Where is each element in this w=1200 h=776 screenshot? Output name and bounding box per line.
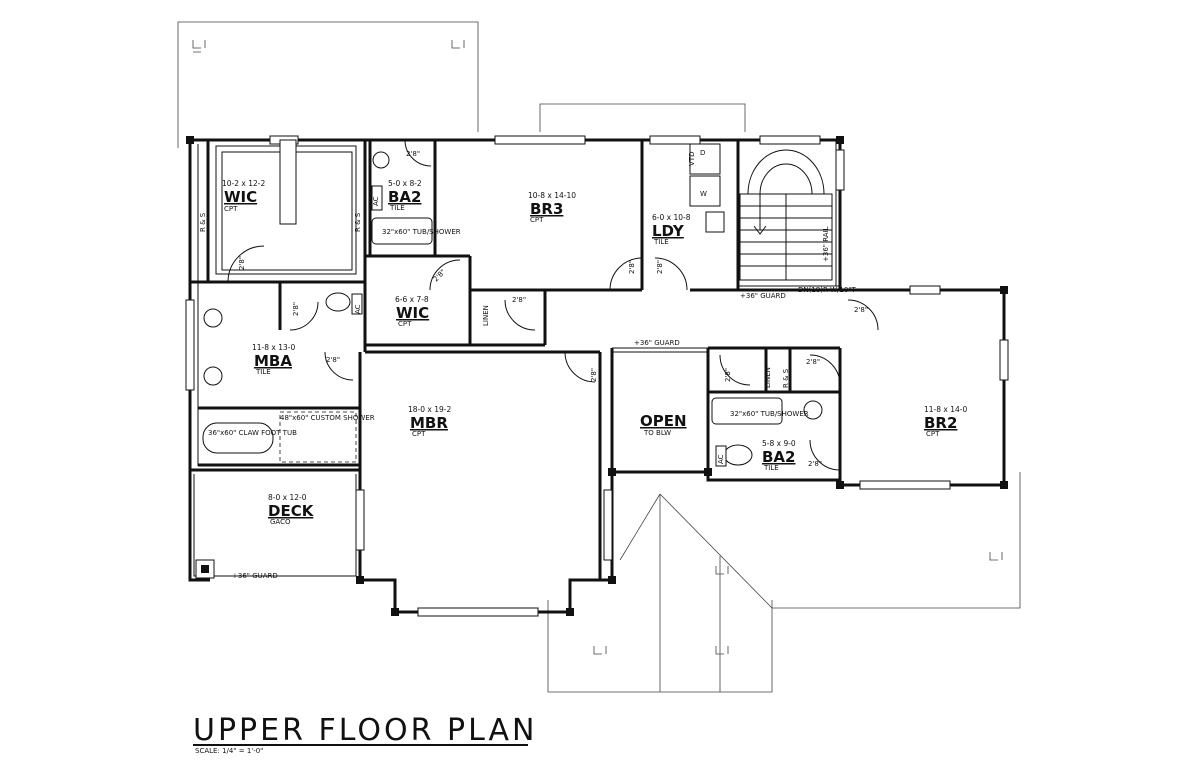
room-name: MBA (254, 352, 292, 370)
room-name: MBR (410, 414, 448, 432)
room-finish: TILE (389, 204, 405, 212)
room-mba: 11-8 x 13-0 MBA TILE (252, 343, 295, 376)
open-guard-note: +36" GUARD (634, 339, 680, 347)
stair-down-note: DN(18)R W/10"T (798, 286, 856, 294)
door-size-note: 2'8" (238, 256, 246, 270)
door-size-note: 2'8" (590, 368, 598, 382)
stair (739, 149, 833, 281)
door-size-note: 2'8" (628, 260, 636, 274)
door-size-note: 2'8" (326, 356, 340, 364)
room-dimension: 11-8 x 14-0 (924, 405, 967, 414)
room-finish: TILE (763, 464, 779, 472)
room-name: BR3 (530, 200, 563, 218)
room-name: BA2 (762, 448, 795, 466)
toilet-note: AC (372, 196, 380, 206)
door-size-note: 2'8" (512, 296, 526, 304)
room-name: WIC (396, 304, 429, 322)
room-name: LDY (652, 222, 685, 240)
room-dimension: 10-2 x 12-2 (222, 179, 265, 188)
room-finish: CPT (224, 205, 238, 213)
room-finish: CPT (926, 430, 940, 438)
room-dimension: 11-8 x 13-0 (252, 343, 295, 352)
door-size-note: 2'8" (406, 150, 420, 158)
toilet-note: AC (354, 304, 362, 314)
room-finish: CPT (412, 430, 426, 438)
structural-posts (186, 136, 1008, 616)
linen-note: LINEN (482, 305, 490, 326)
plan-scale: SCALE: 1/4" = 1'-0" (195, 747, 263, 755)
door-size-note: 2'8" (808, 460, 822, 468)
rod-shelf-note: R & S (354, 212, 362, 232)
windows (185, 135, 1009, 617)
door-size-note: 2'8" (724, 368, 732, 382)
deck-guard-note: +36" GUARD (232, 572, 278, 580)
custom-shower-note: 48"x60" CUSTOM SHOWER (280, 414, 375, 422)
rod-shelf-note: R & S (199, 212, 207, 232)
room-deck: 8-0 x 12-0 DECK GACO (268, 493, 315, 526)
room-name: BR2 (924, 414, 957, 432)
tub-shower-note: 32"x60" TUB/SHOWER (730, 410, 809, 418)
room-ba2-upper: 5-0 x 8-2 BA2 TILE 32"x60" TUB/SHOWER (382, 179, 461, 236)
room-name: OPEN (640, 412, 687, 430)
tub-shower-note: 32"x60" TUB/SHOWER (382, 228, 461, 236)
plan-notes: 48"x60" CUSTOM SHOWER 36"x60" CLAW FOOT … (199, 149, 868, 580)
door-size-note: 2'8" (806, 358, 820, 366)
room-wic1: 10-2 x 12-2 WIC CPT (222, 179, 265, 213)
rod-shelf-note: R & S (782, 368, 790, 388)
room-dimension: 5-8 x 9-0 (762, 439, 796, 448)
room-dimension: 5-0 x 8-2 (388, 179, 422, 188)
room-finish: TILE (255, 368, 271, 376)
guard-rails (612, 140, 840, 353)
door-size-note: 2'8" (854, 306, 868, 314)
door-size-note: 2'8" (656, 260, 664, 274)
room-dimension: 6-6 x 7-8 (395, 295, 429, 304)
room-dimension: 6-0 x 10-8 (652, 213, 691, 222)
room-finish: GACO (270, 518, 291, 526)
room-wic2: 6-6 x 7-8 WIC CPT (395, 295, 429, 328)
room-br2: 11-8 x 14-0 BR2 CPT (924, 405, 967, 438)
room-open: OPEN TO BLW (640, 412, 687, 437)
room-dimension: 18-0 x 19-2 (408, 405, 451, 414)
plan-title: UPPER FLOOR PLAN (193, 713, 537, 748)
washer-note: W (700, 190, 707, 198)
stair-guard-note: +36" GUARD (740, 292, 786, 300)
room-name: WIC (224, 188, 257, 206)
fixtures (195, 139, 823, 579)
toilet-note: AC (717, 454, 725, 464)
room-finish: CPT (398, 320, 412, 328)
door-swings (227, 139, 879, 471)
interior-walls (190, 140, 842, 580)
door-size-note: 2'8" (292, 302, 300, 316)
room-dimension: 8-0 x 12-0 (268, 493, 307, 502)
roof-corner-marks (192, 40, 1003, 655)
clawfoot-tub-note: 36"x60" CLAW FOOT TUB (208, 429, 297, 437)
room-name: BA2 (388, 188, 421, 206)
room-ba2-lower: 32"x60" TUB/SHOWER 5-8 x 9-0 BA2 TILE (730, 410, 809, 472)
linen-note: LINEN (764, 367, 772, 388)
room-finish: TILE (653, 238, 669, 246)
room-dimension: 10-8 x 14-10 (528, 191, 576, 200)
door-size-note: 2'8" (432, 268, 448, 284)
room-name: DECK (268, 502, 315, 520)
room-finish: TO BLW (643, 429, 671, 437)
dryer-note: D (700, 149, 705, 157)
room-br3: 10-8 x 14-10 BR3 CPT (528, 191, 576, 224)
room-ldy: 6-0 x 10-8 LDY TILE (652, 213, 691, 246)
room-mbr: 18-0 x 19-2 MBR CPT (408, 405, 451, 438)
roof-outlines (177, 21, 1021, 693)
vtd-note: VTD (688, 152, 696, 166)
title-block: UPPER FLOOR PLAN SCALE: 1/4" = 1'-0" (193, 713, 537, 755)
stair-rail-note: +36" RAIL (822, 226, 830, 262)
room-finish: CPT (530, 216, 544, 224)
